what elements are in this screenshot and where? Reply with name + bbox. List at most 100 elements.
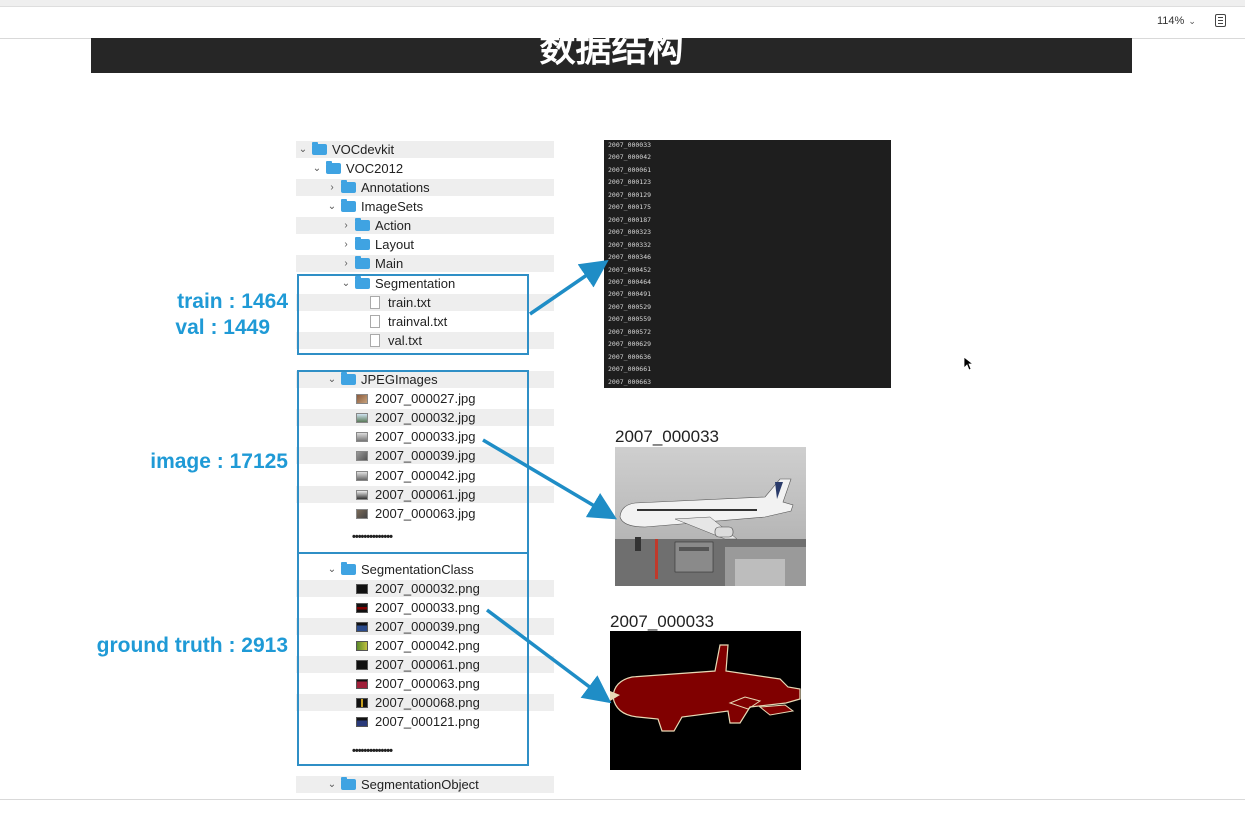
chevron-right-icon[interactable]: ›: [344, 258, 348, 269]
image-thumbnail-icon: [356, 508, 368, 519]
tree-label: 2007_000033.png: [375, 600, 480, 615]
tree-row-png-file[interactable]: 2007_000121.png: [296, 713, 554, 730]
tree-row-voc2012[interactable]: ⌄ VOC2012: [296, 160, 554, 177]
tree-row-png-file[interactable]: 2007_000033.png: [296, 599, 554, 616]
segmentation-mask-image: [610, 631, 801, 770]
viewer-toolbar: 114% ⌄: [0, 0, 1245, 39]
chevron-down-icon[interactable]: ⌄: [327, 779, 337, 790]
chevron-down-icon[interactable]: ⌄: [341, 278, 351, 289]
preview-line: 2007_000572: [608, 327, 652, 336]
tree-row-png-file[interactable]: 2007_000042.png: [296, 637, 554, 654]
mouse-cursor-icon: [963, 356, 975, 376]
chevron-right-icon[interactable]: ›: [344, 239, 348, 250]
tree-label: trainval.txt: [388, 314, 448, 329]
preview-line: 2007_000452: [608, 265, 652, 274]
preview-line: 2007_000491: [608, 290, 652, 299]
jpeg-caption: 2007_000033: [615, 427, 720, 446]
more-files-ellipsis: ••••••••••••••: [352, 530, 393, 543]
tree-label: SegmentationObject: [361, 777, 479, 792]
chevron-down-icon[interactable]: ⌄: [298, 144, 308, 155]
image-thumbnail-icon: [356, 489, 368, 500]
folder-icon: [312, 142, 327, 155]
preview-line: 2007_000323: [608, 228, 652, 237]
folder-icon: [341, 777, 356, 790]
slide-header: 数据结构: [91, 38, 1132, 73]
tree-label: 2007_000063.jpg: [375, 506, 476, 521]
mask-thumbnail-icon: [356, 583, 368, 594]
tree-label: 2007_000068.png: [375, 695, 480, 710]
viewer-bottom-bar: [0, 799, 1245, 820]
folder-icon: [326, 161, 341, 174]
tree-row-segmentationclass[interactable]: ⌄ SegmentationClass: [296, 561, 554, 578]
chevron-down-icon[interactable]: ⌄: [327, 201, 337, 212]
segmentation-highlight-box: [297, 274, 529, 355]
folder-icon: [341, 180, 356, 193]
slide-title: 数据结构: [539, 38, 684, 69]
preview-line: 2007_000663: [608, 377, 652, 386]
tree-row-train-txt[interactable]: train.txt: [296, 294, 554, 311]
tree-row-layout[interactable]: › Layout: [296, 236, 554, 253]
chevron-right-icon[interactable]: ›: [344, 220, 348, 231]
image-thumbnail-icon: [356, 450, 368, 461]
tree-row-jpeg-file[interactable]: 2007_000027.jpg: [296, 390, 554, 407]
more-files-ellipsis: ••••••••••••••: [352, 744, 393, 757]
tree-label: Action: [375, 218, 412, 233]
tree-row-jpeg-file[interactable]: 2007_000032.jpg: [296, 409, 554, 426]
folder-icon: [355, 256, 370, 269]
tree-label: VOCdevkit: [332, 142, 395, 157]
folder-icon: [341, 562, 356, 575]
preview-line: 2007_000629: [608, 340, 652, 349]
tree-row-jpeg-file[interactable]: 2007_000033.jpg: [296, 428, 554, 445]
image-thumbnail-icon: [356, 431, 368, 442]
tree-row-segmentationobject[interactable]: ⌄ SegmentationObject: [296, 776, 554, 793]
tree-row-main[interactable]: › Main: [296, 255, 554, 272]
text-file-icon: [370, 334, 380, 347]
tree-row-jpeg-file[interactable]: 2007_000042.jpg: [296, 467, 554, 484]
preview-line: 2007_000636: [608, 352, 652, 361]
tree-label: 2007_000039.jpg: [375, 448, 476, 463]
tree-label: SegmentationClass: [361, 562, 474, 577]
tree-row-val-txt[interactable]: val.txt: [296, 332, 554, 349]
preview-line: 2007_000042: [608, 153, 652, 162]
zoom-level: 114%: [1157, 15, 1185, 27]
tree-row-action[interactable]: › Action: [296, 217, 554, 234]
preview-line: 2007_000187: [608, 215, 652, 224]
page-view-icon[interactable]: [1215, 14, 1226, 27]
tree-row-annotations[interactable]: › Annotations: [296, 179, 554, 196]
mask-thumbnail-icon: [356, 640, 368, 651]
chevron-down-icon: ⌄: [1188, 15, 1196, 26]
tree-label: Main: [375, 256, 404, 271]
folder-icon: [341, 199, 356, 212]
val-count-label: val : 1449: [175, 316, 270, 339]
tree-row-segmentation[interactable]: ⌄ Segmentation: [296, 275, 554, 292]
mask-thumbnail-icon: [356, 697, 368, 708]
tree-row-jpegimages[interactable]: ⌄ JPEGImages: [296, 371, 554, 388]
preview-line: 2007_000061: [608, 165, 652, 174]
chevron-down-icon[interactable]: ⌄: [327, 374, 337, 385]
tree-label: 2007_000032.png: [375, 581, 480, 596]
chevron-down-icon[interactable]: ⌄: [312, 163, 322, 174]
chevron-right-icon[interactable]: ›: [330, 182, 334, 193]
tree-row-png-file[interactable]: 2007_000063.png: [296, 675, 554, 692]
tree-label: val.txt: [388, 333, 422, 348]
tree-row-png-file[interactable]: 2007_000032.png: [296, 580, 554, 597]
chevron-down-icon[interactable]: ⌄: [327, 564, 337, 575]
tree-row-vocdevkit[interactable]: ⌄ VOCdevkit: [296, 141, 554, 158]
preview-line: 2007_000332: [608, 240, 652, 249]
mask-thumbnail-icon: [356, 678, 368, 689]
preview-line: 2007_000123: [608, 178, 652, 187]
folder-icon: [341, 372, 356, 385]
tree-row-jpeg-file[interactable]: 2007_000063.jpg: [296, 505, 554, 522]
tree-label: 2007_000061.jpg: [375, 487, 476, 502]
mask-caption: 2007_000033: [610, 612, 715, 631]
image-thumbnail-icon: [356, 412, 368, 423]
tree-row-imagesets[interactable]: ⌄ ImageSets: [296, 198, 554, 215]
tree-row-trainval-txt[interactable]: trainval.txt: [296, 313, 554, 330]
tree-label: Layout: [375, 237, 415, 252]
jpegimages-highlight-box: [297, 370, 529, 554]
window-chrome-strip: [0, 0, 1245, 7]
zoom-dropdown[interactable]: 114% ⌄: [1157, 15, 1196, 27]
preview-line: 2007_000661: [608, 365, 652, 374]
folder-icon: [355, 276, 370, 289]
tree-label: Annotations: [361, 180, 430, 195]
